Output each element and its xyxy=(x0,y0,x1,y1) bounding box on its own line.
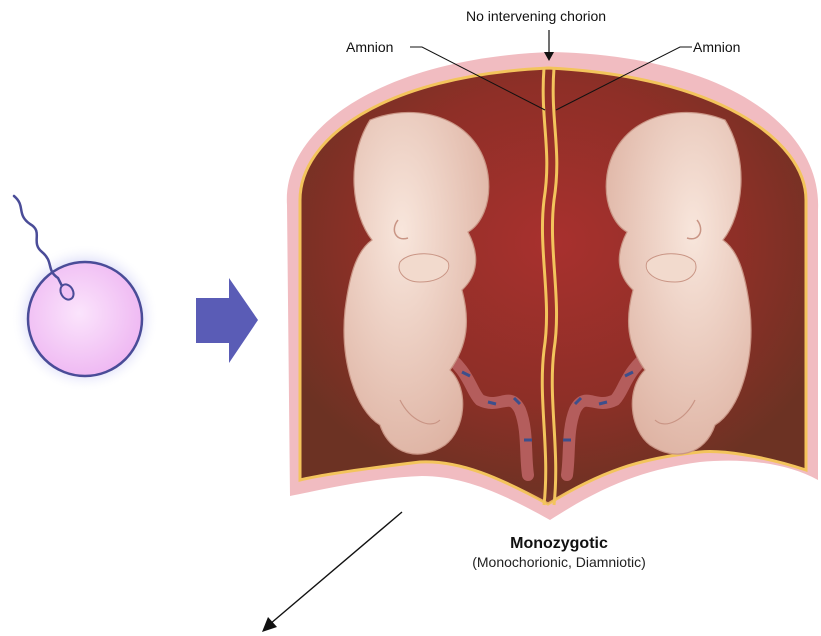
caption-subtitle: (Monochorionic, Diamniotic) xyxy=(448,554,670,570)
process-arrow xyxy=(196,278,258,363)
caption-title: Monozygotic xyxy=(448,535,670,553)
egg-cell xyxy=(28,262,142,376)
label-amnion-left: Amnion xyxy=(346,39,393,55)
pointer-arrow-shaft xyxy=(270,512,402,624)
diagram-caption: Monozygotic (Monochorionic, Diamniotic) xyxy=(448,535,670,570)
label-amnion-right: Amnion xyxy=(693,39,740,55)
label-no-intervening-chorion: No intervening chorion xyxy=(466,8,606,24)
fertilized-egg xyxy=(11,196,159,392)
